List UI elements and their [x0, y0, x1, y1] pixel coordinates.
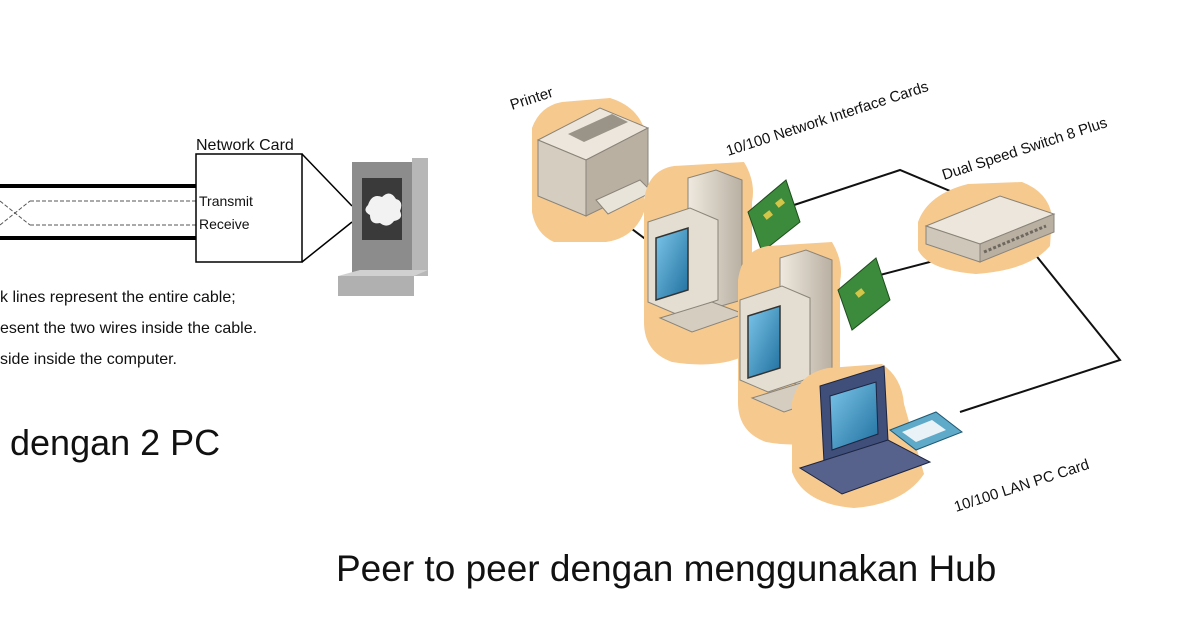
left-caption: dengan 2 PC	[10, 422, 221, 463]
monitor-screen-icon	[655, 226, 689, 302]
wire-cross-b	[0, 200, 31, 226]
hub-network-diagram: Printer	[508, 78, 1122, 516]
cable-laptop-switch	[959, 247, 1122, 413]
network-card-box	[195, 153, 303, 263]
receive-label: Receive	[199, 216, 250, 232]
laptop-screen-icon	[829, 381, 879, 451]
nic-label: 10/100 Network Interface Cards	[724, 78, 931, 160]
computer-icon	[338, 158, 428, 296]
switch-ports	[983, 224, 1047, 254]
note-line-2: esent the two wires inside the cable.	[0, 320, 257, 337]
card-connector-bottom	[301, 221, 353, 263]
note-line-3: side inside the computer.	[0, 351, 177, 368]
cloud-icon	[365, 193, 402, 226]
crossover-cable-diagram: Network Card Transmit Receive k lines re…	[0, 137, 428, 368]
switch-icon	[918, 182, 1056, 274]
right-caption: Peer to peer dengan menggunakan Hub	[336, 548, 997, 589]
network-interface-card-1-icon	[747, 179, 801, 253]
desktop-pc-1-icon	[644, 162, 753, 365]
switch-label: Dual Speed Switch 8 Plus	[940, 114, 1109, 184]
note-line-1: k lines represent the entire cable;	[0, 289, 236, 306]
laptop-icon	[792, 364, 932, 508]
monitor-screen-icon	[747, 304, 781, 380]
laptop-keyboard-icon	[798, 439, 932, 495]
lan-pc-card-label: 10/100 LAN PC Card	[952, 456, 1091, 516]
network-card-label: Network Card	[196, 137, 294, 154]
lan-pc-card-icon	[888, 411, 964, 451]
network-interface-card-2-icon	[837, 257, 891, 331]
transmit-label: Transmit	[199, 193, 253, 209]
printer-icon	[532, 98, 653, 242]
card-connector-top	[301, 153, 353, 207]
